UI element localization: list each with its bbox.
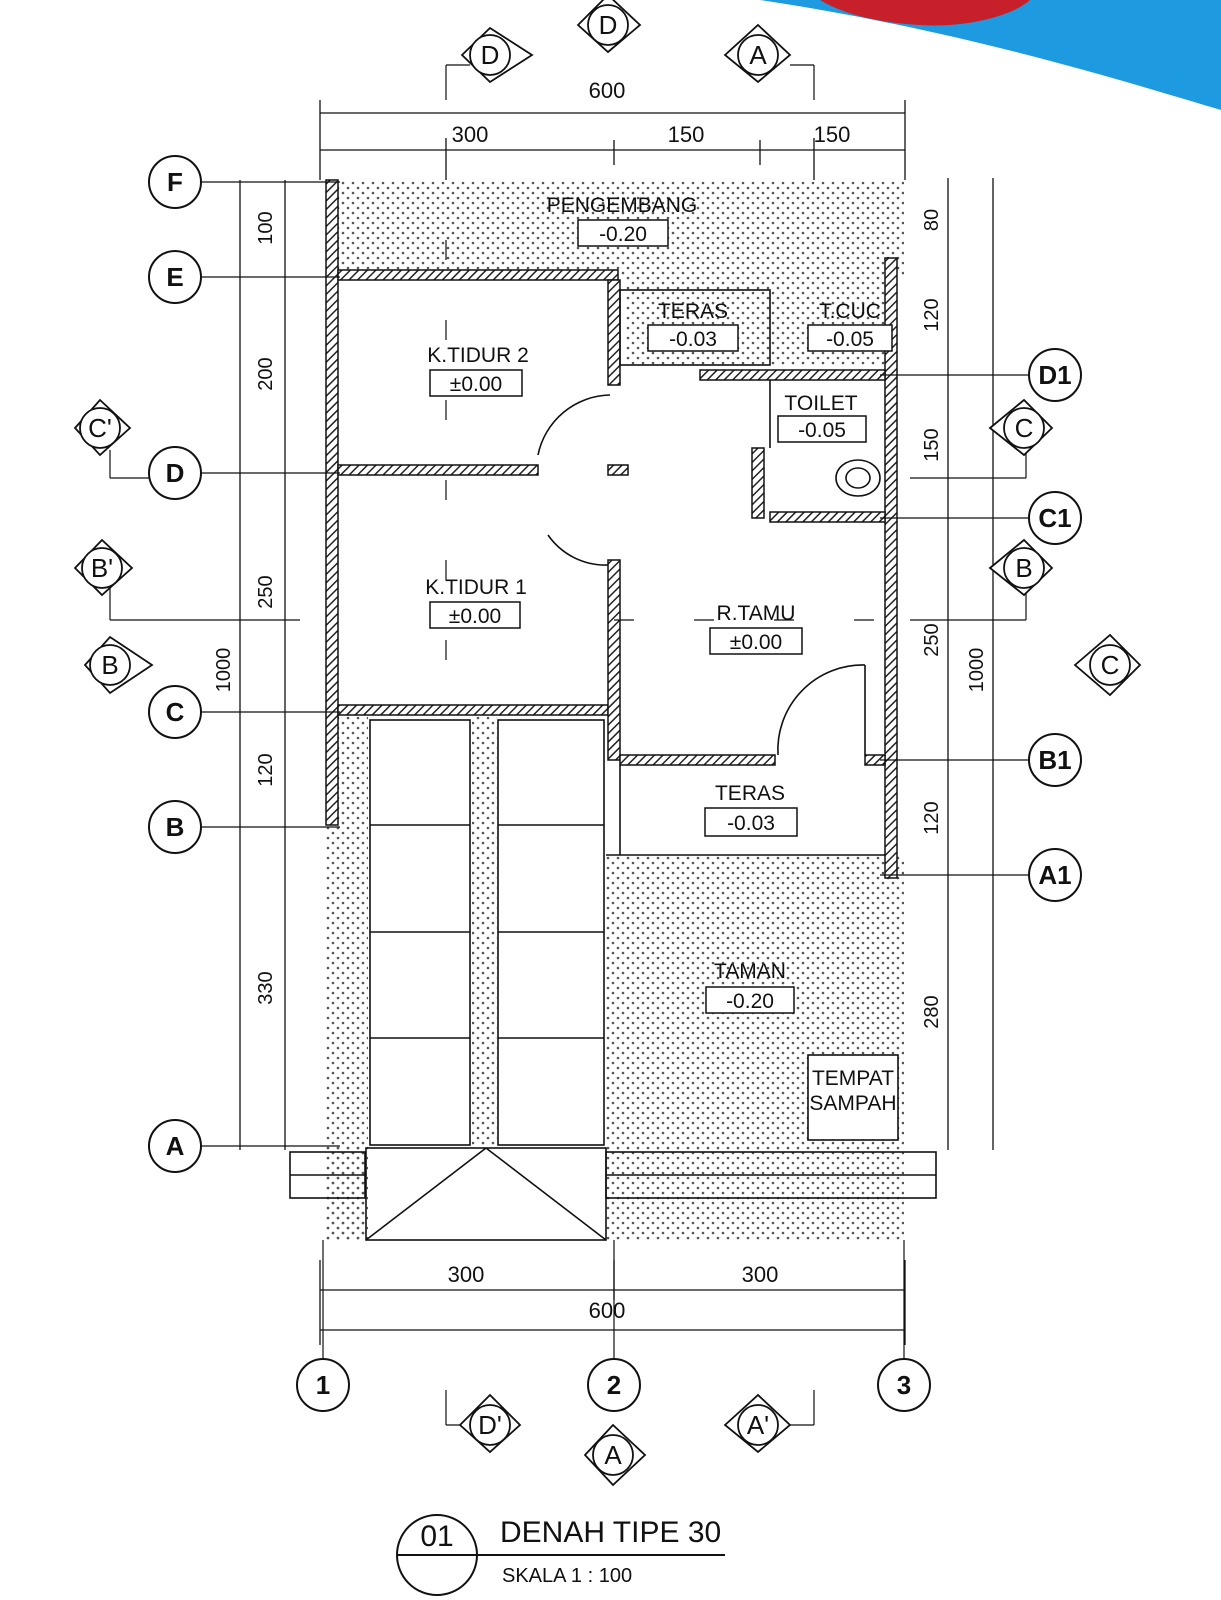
dim-right-80: 80	[921, 209, 943, 231]
grid-bubble-b1: B1	[1038, 745, 1071, 775]
title-block: 01 DENAH TIPE 30 SKALA 1 : 100	[396, 1514, 725, 1596]
dimension-lines	[239, 100, 994, 1345]
grid-bubble-1: 1	[316, 1370, 330, 1400]
grid-bubble-e: E	[166, 262, 183, 292]
grid-bubble-f: F	[167, 167, 183, 197]
grid-bubble-b: B	[166, 812, 185, 842]
room-name-taman: TAMAN	[714, 960, 786, 983]
section-mark-d-prime-bottom: D'	[478, 1410, 502, 1440]
section-mark-a-prime-bottom: A'	[747, 1410, 769, 1440]
dim-top-300: 300	[452, 122, 489, 147]
grid-bubbles-bottom: 1 2 3	[296, 1358, 931, 1412]
grid-bubble-a1: A1	[1038, 860, 1071, 890]
dim-bottom-total: 600	[589, 1298, 626, 1323]
section-mark-a-top: A	[749, 40, 767, 70]
title-name: DENAH TIPE 30	[500, 1516, 721, 1549]
title-number: 01	[420, 1520, 453, 1553]
section-mark-b-left: B	[101, 650, 118, 680]
dim-right-280: 280	[921, 995, 943, 1028]
room-name-kamar-tidur-2: K.TIDUR 2	[427, 344, 529, 367]
room-name-pengembang: PENGEMBANG	[547, 194, 698, 217]
room-level-taman: -0.20	[726, 990, 774, 1013]
dim-left-120: 120	[255, 753, 277, 786]
title-scale: SKALA 1 : 100	[502, 1565, 632, 1587]
dim-right-150: 150	[921, 428, 943, 461]
grid-bubble-d1: D1	[1038, 360, 1071, 390]
room-level-kamar-tidur-1: ±0.00	[449, 605, 501, 628]
dim-left-250: 250	[255, 575, 277, 608]
room-name-kamar-tidur-1: K.TIDUR 1	[425, 576, 527, 599]
room-name-ruang-tamu: R.TAMU	[717, 602, 796, 625]
dim-top-total: 600	[589, 78, 626, 103]
section-mark-c-prime-left: C'	[88, 413, 112, 443]
section-mark-d-top-left: D	[481, 40, 500, 70]
dim-right-total: 1000	[966, 648, 988, 693]
room-level-teras-top: -0.03	[669, 328, 717, 351]
dim-left-total: 1000	[213, 648, 235, 693]
walls	[325, 179, 898, 879]
room-name-teras-top: TERAS	[658, 300, 728, 323]
grid-bubble-c1: C1	[1038, 503, 1071, 533]
room-level-kamar-tidur-2: ±0.00	[450, 373, 502, 396]
label-sampah: SAMPAH	[809, 1092, 896, 1115]
dim-right-120b: 120	[921, 801, 943, 834]
dimension-texts: 600 300 150 150 300 300 600 1000 100 200…	[213, 78, 988, 1323]
dim-right-250: 250	[921, 623, 943, 656]
dim-right-120a: 120	[921, 298, 943, 331]
room-labels: PENGEMBANG -0.20 K.TIDUR 2 ±0.00 TERAS -…	[425, 194, 896, 1115]
grid-bubble-3: 3	[897, 1370, 911, 1400]
grid-bubble-a: A	[166, 1131, 185, 1161]
dim-bottom-300a: 300	[448, 1262, 485, 1287]
section-mark-c-right: C	[1015, 413, 1034, 443]
grid-bubble-2: 2	[607, 1370, 621, 1400]
dim-top-150b: 150	[814, 122, 851, 147]
grid-bubbles-left: F E D C B A	[148, 155, 202, 1173]
grid-bubble-c: C	[166, 697, 185, 727]
grid-bubble-d: D	[166, 458, 185, 488]
room-level-teras-bottom: -0.03	[727, 812, 775, 835]
section-mark-c-far-right: C	[1101, 650, 1120, 680]
interior-lines	[289, 289, 937, 1241]
room-level-tempat-cuci: -0.05	[826, 328, 874, 351]
dim-left-200: 200	[255, 357, 277, 390]
room-level-toilet: -0.05	[798, 419, 846, 442]
room-name-teras-bottom: TERAS	[715, 782, 785, 805]
section-mark-b-prime-left: B'	[91, 553, 113, 583]
corner-decoration	[760, 0, 1221, 110]
dim-left-100: 100	[255, 211, 277, 244]
section-mark-d-top-center: D	[599, 10, 618, 40]
dotted-areas	[326, 180, 904, 1240]
section-mark-a-bottom: A	[604, 1440, 622, 1470]
room-name-toilet: TOILET	[784, 392, 857, 415]
section-markers: D D A C' B' B C B C D' A A'	[73, 0, 1142, 1487]
room-level-pengembang: -0.20	[599, 223, 647, 246]
section-mark-b-right: B	[1015, 553, 1032, 583]
dim-bottom-300b: 300	[742, 1262, 779, 1287]
dim-left-330: 330	[255, 971, 277, 1004]
room-name-tempat-cuci: T.CUC	[819, 300, 881, 323]
dim-top-150a: 150	[668, 122, 705, 147]
grid-bubbles-right: D1 C1 B1 A1	[1028, 348, 1082, 902]
label-tempat: TEMPAT	[812, 1067, 894, 1090]
room-level-ruang-tamu: ±0.00	[730, 631, 782, 654]
